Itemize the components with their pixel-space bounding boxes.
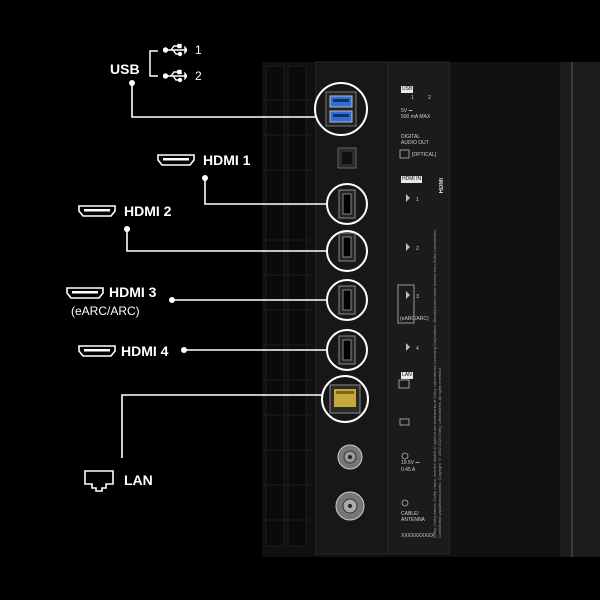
panel-lan-label: LAN [401,372,413,379]
panel-usb-port-2: 2 [428,95,431,101]
housing-right [450,62,560,557]
usb-port-2-number: 2 [195,69,202,83]
usb-callout-label: USB [110,61,140,77]
panel-power-current: 0.45 A [401,467,416,473]
panel-cable-label: CABLE/ [401,511,419,517]
panel-legal-text: Dolby, Dolby Atmos, Dolby Vision, and th… [432,228,442,538]
panel-power-voltage: 19.5V ⎓ [401,460,420,466]
panel-usb-port-1: 1 [411,95,414,101]
panel-hdmi-number-2: 2 [416,246,419,252]
panel-digital-label: DIGITAL [401,134,421,140]
panel-hdmi-in-label: HDMI IN [401,176,423,183]
panel-optical-label: [OPTICAL] [412,152,437,158]
hdmi-1-icon [157,154,195,166]
vent-grille-rows [264,99,310,521]
usb-1-icon [163,43,187,57]
panel-audio-out-label: AUDIO OUT [401,140,429,146]
optical-port-graphic [337,147,357,169]
usb-port-1-number: 1 [195,43,202,57]
panel-hdmi-logo: HDMI [439,178,445,194]
vent-grille [265,65,307,547]
panel-hdmi-number-1: 1 [416,197,419,203]
hdmi-3-callout-label: HDMI 3 [109,284,157,300]
panel-usb-rating-voltage: 5V ⎓ [401,108,413,114]
lan-callout-label: LAN [124,472,153,488]
hdmi-1-callout-label: HDMI 1 [203,152,251,168]
panel-model-code: XXXXXXXXXX [401,533,435,539]
hdmi-port-graphics [338,189,356,365]
housing-edge [560,62,600,557]
panel-usb-label: USB [401,86,414,93]
usb-bracket [149,50,158,77]
hdmi-2-icon [78,205,116,217]
hdmi-2-callout-label: HDMI 2 [124,203,172,219]
callout-dots [124,80,208,353]
panel-earc-label: (eARC/ARC) [400,316,429,322]
hdmi-4-icon [78,345,116,357]
hdmi-3-icon [66,287,104,299]
usb-port-graphic [325,91,357,127]
lan-port-graphic [329,384,361,414]
usb-2-icon [163,69,187,83]
panel-antenna-label: ANTENNA [401,517,425,523]
panel-usb-rating-current: 500 mA MAX [401,114,431,120]
panel-hdmi-number-3: 3 [416,294,419,300]
antenna-connectors [335,444,365,521]
callout-lines [121,83,327,458]
hdmi-3-earc-note: (eARC/ARC) [71,304,140,318]
panel-hdmi-number-4: 4 [416,346,419,352]
hdmi-4-callout-label: HDMI 4 [121,343,169,359]
lan-icon [84,470,114,492]
